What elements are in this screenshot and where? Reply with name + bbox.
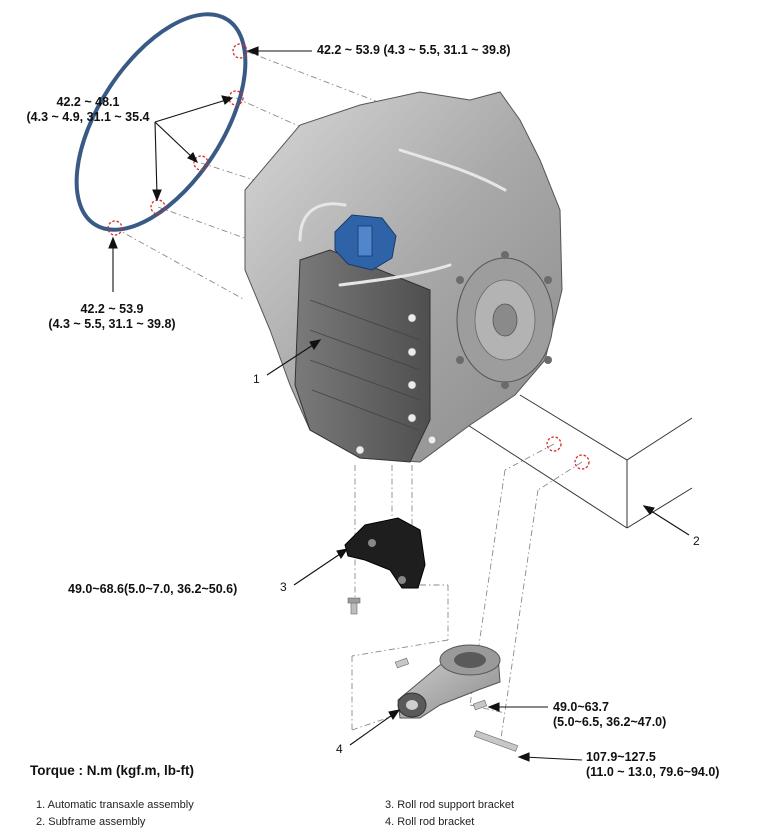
torque-unit-heading: Torque : N.m (kgf.m, lb-ft) (30, 763, 194, 778)
torque-label-left: 42.2 ~ 48.1 (4.3 ~ 4.9, 31.1 ~ 35.4 (8, 95, 168, 125)
torque-label-bolt: 107.9~127.5 (11.0 ~ 13.0, 79.6~94.0) (586, 750, 719, 780)
roll-rod-support-bracket (344, 517, 426, 615)
transaxle-assembly (244, 91, 563, 463)
torque-label-left-line1: 42.2 ~ 48.1 (56, 95, 120, 109)
legend-item-3: 3. Roll rod support bracket (385, 799, 515, 811)
legend-right: 3. Roll rod support bracket 4. Roll rod … (385, 797, 514, 831)
seal-ring (74, 12, 248, 232)
torque-label-lower-line2: (4.3 ~ 5.5, 31.1 ~ 39.8) (48, 317, 176, 331)
torque-label-rod-line2: (5.0~6.5, 36.2~47.0) (553, 715, 667, 729)
torque-label-bracket: 49.0~68.6(5.0~7.0, 36.2~50.6) (68, 582, 238, 596)
callout-4: 4 (336, 742, 343, 756)
torque-label-top: 42.2 ~ 53.9 (4.3 ~ 5.5, 31.1 ~ 39.8) (317, 43, 511, 57)
bolt-marker-3 (193, 155, 209, 171)
torque-label-lower-line1: 42.2 ~ 53.9 (80, 302, 144, 316)
legend-item-1: 1. Automatic transaxle assembly (36, 799, 194, 811)
callout-1: 1 (253, 372, 260, 386)
torque-label-rod-line1: 49.0~63.7 (553, 700, 609, 714)
callout-3: 3 (280, 580, 287, 594)
torque-label-rod: 49.0~63.7 (5.0~6.5, 36.2~47.0) (553, 700, 666, 730)
callout-2: 2 (693, 534, 700, 548)
torque-label-left-line2: (4.3 ~ 4.9, 31.1 ~ 35.4 (26, 110, 150, 124)
subframe-assembly (459, 394, 693, 529)
shift-actuator (334, 214, 397, 271)
torque-label-bolt-line2: (11.0 ~ 13.0, 79.6~94.0) (586, 765, 720, 779)
bolt-marker-5 (107, 220, 123, 236)
torque-label-lower: 42.2 ~ 53.9 (4.3 ~ 5.5, 31.1 ~ 39.8) (22, 302, 202, 332)
legend-left: 1. Automatic transaxle assembly 2. Subfr… (36, 797, 194, 831)
bolt-marker-7 (574, 454, 590, 470)
legend-item-2: 2. Subframe assembly (36, 816, 146, 828)
leader-lines (108, 46, 690, 762)
roll-rod-bracket (394, 644, 519, 752)
legend-item-4: 4. Roll rod bracket (385, 816, 475, 828)
bolt-marker-4 (150, 199, 166, 215)
bolt-marker-6 (546, 436, 562, 452)
torque-label-bolt-line1: 107.9~127.5 (586, 750, 656, 764)
